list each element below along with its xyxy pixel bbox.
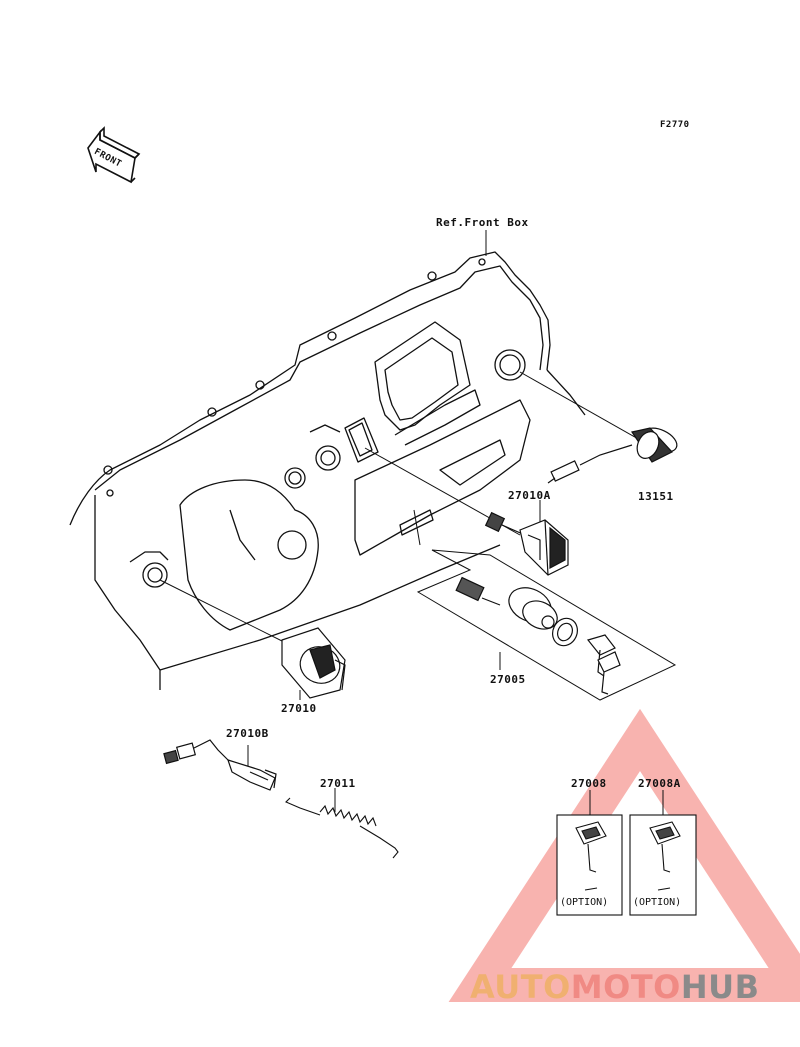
front-arrow-icon bbox=[87, 126, 141, 184]
option-note-27008: (OPTION) bbox=[560, 897, 609, 908]
watermark-hub: HUB bbox=[680, 968, 760, 1006]
part-27005-ignition bbox=[455, 576, 621, 695]
part-27008-key-card bbox=[556, 814, 623, 916]
part-label-27010: 27010 bbox=[281, 702, 317, 715]
part-label-27008: 27008 bbox=[571, 777, 607, 790]
ref-front-box-label: Ref.Front Box bbox=[436, 216, 529, 229]
part-27011-spring bbox=[285, 797, 399, 859]
part-27010-switch bbox=[281, 627, 346, 699]
part-label-27010A: 27010A bbox=[508, 489, 551, 502]
part-27008A-key-card bbox=[629, 814, 697, 916]
part-27010A-switch bbox=[484, 511, 569, 576]
part-label-27011: 27011 bbox=[320, 777, 356, 790]
part-27010B-switch bbox=[163, 739, 277, 791]
part-label-27010B: 27010B bbox=[226, 727, 269, 740]
part-label-13151: 13151 bbox=[638, 490, 674, 503]
watermark-moto: MOTO bbox=[570, 968, 681, 1006]
dashboard-panel bbox=[69, 251, 586, 690]
watermark-auto: AUTO bbox=[470, 968, 571, 1006]
diagram-code: F2770 bbox=[660, 120, 690, 130]
watermark-logo: AUTOMOTOHUB bbox=[470, 968, 760, 1006]
part-label-27005: 27005 bbox=[490, 673, 526, 686]
part-13151-socket bbox=[547, 427, 678, 484]
part-label-27008A: 27008A bbox=[638, 777, 681, 790]
option-note-27008A: (OPTION) bbox=[633, 897, 682, 908]
